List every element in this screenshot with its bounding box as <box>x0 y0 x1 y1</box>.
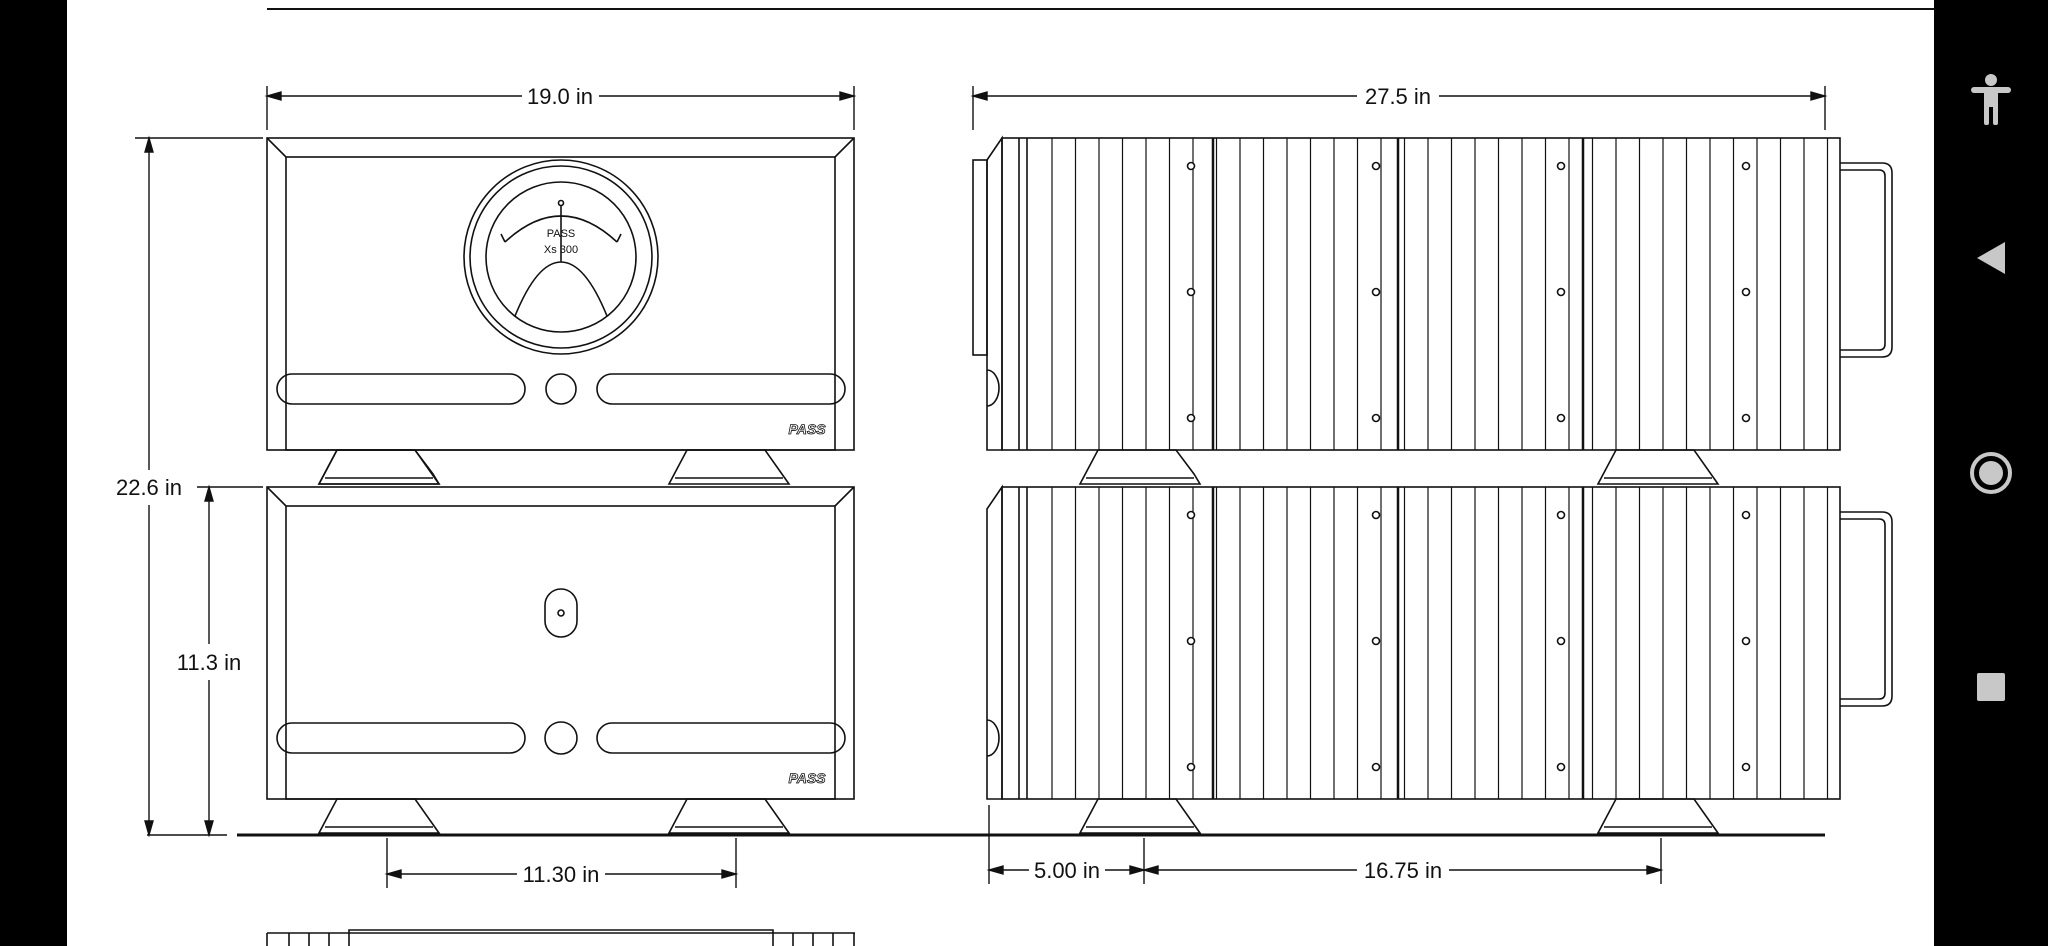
screw-hole <box>1371 510 1381 520</box>
screw-hole <box>1186 636 1196 646</box>
screw-hole <box>1741 636 1751 646</box>
heatsink-fins <box>1051 487 1829 799</box>
screw-hole <box>1371 413 1381 423</box>
screw-hole <box>1186 762 1196 772</box>
system-navigation-bar <box>1934 0 2048 946</box>
screw-hole <box>1556 161 1566 171</box>
accessibility-button[interactable] <box>1934 45 2048 155</box>
screw-hole <box>1556 636 1566 646</box>
back-button[interactable] <box>1934 203 2048 313</box>
screw-hole <box>1741 762 1751 772</box>
screw-hole <box>1186 161 1196 171</box>
screw-hole <box>1556 510 1566 520</box>
dim-unit-height: 11.3 in <box>177 650 241 675</box>
screw-hole <box>1741 413 1751 423</box>
screw-hole <box>1186 510 1196 520</box>
meter-brand-label: PASS <box>547 228 576 240</box>
document-viewer[interactable]: PASS Xs 300 PASS PASS <box>67 0 1934 946</box>
screw-hole <box>1556 762 1566 772</box>
screw-hole <box>1741 287 1751 297</box>
screw-hole <box>1556 287 1566 297</box>
logo-lower: PASS <box>788 770 826 786</box>
dim-front-width: 19.0 in <box>527 84 593 109</box>
screw-hole <box>1186 413 1196 423</box>
screw-hole <box>1556 413 1566 423</box>
heatsink-fins <box>1051 138 1829 450</box>
back-triangle-icon <box>1977 242 2005 274</box>
partial-bottom-view <box>266 929 855 946</box>
screw-hole <box>1371 161 1381 171</box>
dimension-lines <box>135 86 1828 888</box>
front-view-upper-unit: PASS Xs 300 PASS <box>266 137 855 485</box>
dim-total-height: 22.6 in <box>116 475 182 500</box>
dim-feet-spacing-side: 16.75 in <box>1364 858 1442 883</box>
side-view-upper-unit <box>972 135 1893 485</box>
side-view-lower-unit <box>986 484 1893 834</box>
recents-button[interactable] <box>1934 632 2048 742</box>
dim-feet-spacing-front: 11.30 in <box>523 862 600 887</box>
dim-side-depth: 27.5 in <box>1365 84 1431 109</box>
accessibility-icon <box>1971 74 2011 125</box>
recents-square-icon <box>1977 673 2005 701</box>
screw-hole <box>1741 161 1751 171</box>
home-circle-icon <box>1970 452 2012 494</box>
screw-hole <box>1186 287 1196 297</box>
screw-hole <box>1371 762 1381 772</box>
meter-gauge: PASS Xs 300 <box>463 159 659 355</box>
screw-hole <box>1741 510 1751 520</box>
screw-hole <box>1371 636 1381 646</box>
front-view-lower-unit: PASS <box>266 486 855 834</box>
screw-hole <box>1371 287 1381 297</box>
logo-upper: PASS <box>788 421 826 437</box>
home-button[interactable] <box>1934 418 2048 528</box>
meter-model-label: Xs 300 <box>544 244 578 256</box>
technical-drawing: PASS Xs 300 PASS PASS <box>116 8 1934 946</box>
dim-front-foot-offset: 5.00 in <box>1034 858 1100 883</box>
